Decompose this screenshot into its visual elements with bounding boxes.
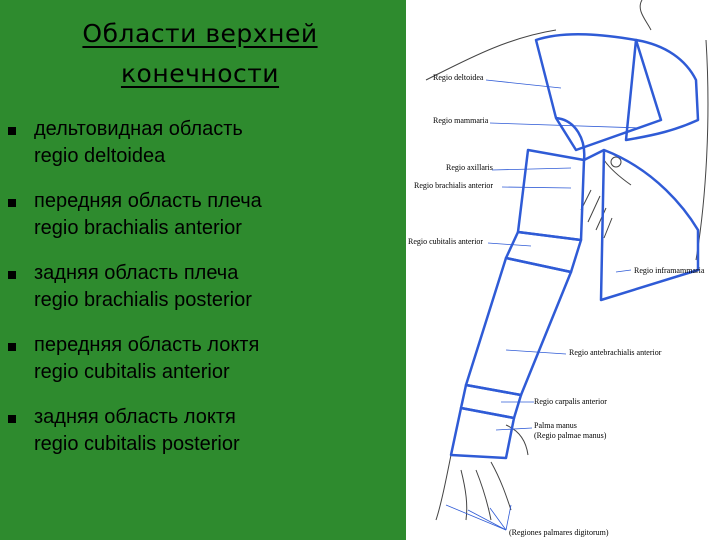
region-axillaris-outline — [555, 116, 605, 162]
square-bullet-icon — [8, 199, 16, 207]
label-palmares-digitorum: (Regiones palmares digitorum) — [509, 528, 609, 537]
thumb-contour — [505, 424, 529, 456]
label-cubitalis-anterior: Regio cubitalis anterior — [408, 237, 483, 246]
item-russian: передняя область плеча — [34, 190, 262, 212]
item-russian: задняя область локтя — [34, 406, 236, 428]
item-latin: regio cubitalis posterior — [34, 433, 240, 455]
list-item: дельтовидная область regio deltoidea — [0, 116, 405, 188]
leader-lines — [445, 79, 642, 531]
region-antebrachialis-anterior-outline — [464, 256, 573, 397]
arm-diagram-panel: Regio deltoidea Regio mammaria Regio axi… — [406, 0, 720, 540]
label-deltoidea: Regio deltoidea — [433, 73, 484, 82]
label-palmae-manus: (Regio palmae manus) — [534, 431, 607, 440]
region-outlines — [449, 33, 700, 460]
region-palma-manus-outline — [449, 406, 516, 460]
square-bullet-icon — [8, 127, 16, 135]
label-brachialis-anterior: Regio brachialis anterior — [414, 181, 493, 190]
list-item: задняя область локтя regio cubitalis pos… — [0, 404, 405, 476]
neck-contour — [639, 0, 652, 31]
region-mammaria-outline — [624, 38, 700, 142]
list-item: передняя область локтя regio cubitalis a… — [0, 332, 405, 404]
region-inframammaria-outline — [599, 148, 700, 302]
region-brachialis-anterior-outline — [516, 148, 586, 242]
item-russian: передняя область локтя — [34, 334, 260, 356]
square-bullet-icon — [8, 343, 16, 351]
label-carpalis-anterior: Regio carpalis anterior — [534, 397, 607, 406]
axilla-fold — [603, 159, 632, 186]
item-latin: regio brachialis anterior — [34, 217, 242, 239]
arm-regions-diagram: Regio deltoidea Regio mammaria Regio axi… — [408, 0, 709, 537]
label-antebrachialis-anterior: Regio antebrachialis anterior — [569, 348, 662, 357]
shoulder-contour — [425, 29, 557, 81]
fingers-contour — [435, 454, 512, 521]
item-latin: regio cubitalis anterior — [34, 361, 230, 383]
label-palma-manus: Palma manus — [534, 421, 577, 430]
nipple-mark — [610, 156, 622, 168]
torso-contour — [695, 39, 709, 261]
muscle-hatching — [580, 189, 613, 239]
title-line-2: конечности — [120, 59, 280, 88]
region-deltoidea-outline — [534, 33, 663, 152]
item-latin: regio deltoidea — [34, 145, 166, 167]
list-item: передняя область плеча regio brachialis … — [0, 188, 405, 260]
list-item: задняя область плеча regio brachialis po… — [0, 260, 405, 332]
region-list: дельтовидная область regio deltoidea пер… — [0, 116, 405, 476]
label-inframammaria: Regio inframammaria — [634, 266, 705, 275]
body-outline — [425, 0, 709, 521]
slide-title: Области верхней конечности — [0, 14, 400, 94]
title-line-1: Области верхней — [82, 19, 318, 48]
item-russian: задняя область плеча — [34, 262, 239, 284]
square-bullet-icon — [8, 271, 16, 279]
label-axillaris: Regio axillaris — [446, 163, 493, 172]
label-mammaria: Regio mammaria — [433, 116, 489, 125]
square-bullet-icon — [8, 415, 16, 423]
item-russian: дельтовидная область — [34, 118, 243, 140]
item-latin: regio brachialis posterior — [34, 289, 252, 311]
